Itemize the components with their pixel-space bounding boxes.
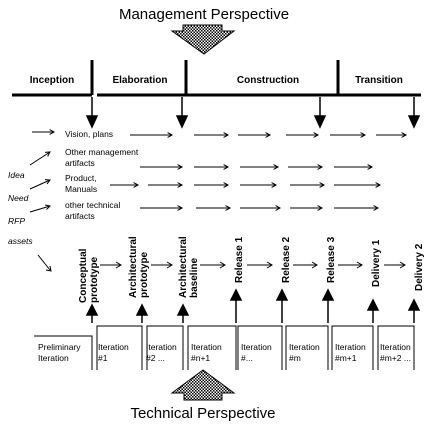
flow-arrow-r2-0-head [133, 182, 140, 188]
phase-header [12, 60, 421, 97]
milestone-release-3: Release 3 [326, 236, 337, 283]
iteration-up-arrows [85, 288, 421, 323]
artifact-vision-plans: Vision, plans [65, 129, 113, 139]
flow-arrow-r0-5-head [401, 132, 408, 138]
milestone-delivery-2: Delivery 2 [414, 243, 425, 291]
milestone-conceptual-prototype: Conceptualprototype [78, 248, 100, 303]
iteration-ellipsis: Iteration#... [241, 342, 272, 363]
artifact-other-technical: other technical [65, 200, 120, 210]
input-arrow-rfp-head [45, 204, 51, 210]
artifact-manuals: Manuals [65, 184, 97, 194]
flow-arrow-r3-1-head [225, 205, 232, 211]
phase-milestone-arrows [85, 97, 421, 129]
input-arrow-need-head [44, 179, 51, 185]
input-arrow-rfp [29, 205, 51, 213]
flow-arrow-r1-3-head [317, 164, 324, 170]
iteration-brackets [34, 325, 415, 370]
flow-arrow-r0-0-head [167, 132, 174, 138]
iteration-1: Iteration#1 [98, 342, 129, 363]
milestone-architectural-prototype: Architecturalprototype [128, 236, 150, 298]
phase-elaboration: Elaboration [112, 75, 167, 86]
milestone-connector-arrows [37, 254, 406, 272]
flow-arrow-r3-3-head [317, 205, 324, 211]
flow-arrow-r1-4-head [367, 164, 374, 170]
iteration-2: Iteration#2 ... [146, 342, 177, 363]
flow-arrow-r0-3-head [313, 132, 320, 138]
iteration-n-plus-1: Iteration#n+1 [191, 342, 222, 363]
iteration-m-plus-1: Iteration#m+1 [335, 342, 366, 363]
iteration-m: Iteration#m [289, 342, 320, 363]
artifact-flow-arrows [29, 129, 408, 213]
phase-transition: Transition [355, 75, 403, 86]
flow-arrow-r3-4-head [373, 205, 380, 211]
flow-arrow-r1-2-head [273, 164, 280, 170]
milestone-release-1: Release 1 [234, 236, 245, 283]
input-arrow-need [29, 179, 51, 190]
flow-arrow-r0-1-head [223, 132, 230, 138]
iteration-m-plus-2: Iteration#m+2 ... [380, 342, 411, 363]
input-assets: assets [8, 236, 33, 246]
milestone-architectural-baseline: Architecturalbaseline [178, 236, 200, 298]
flow-arrow-r2-2-head [223, 182, 230, 188]
input-arrow-vision-head [49, 129, 56, 135]
flow-arrow-r0-2-head [265, 132, 272, 138]
flow-arrow-r3-2-head [275, 205, 282, 211]
input-arrow-idea-head [44, 151, 51, 157]
flow-arrow-r2-3-head [271, 182, 278, 188]
artifact-other-management: Other management [65, 147, 139, 157]
flow-arrow-r1-1-head [223, 164, 230, 170]
flow-arrow-r0-4-head [360, 132, 367, 138]
input-idea: Idea [8, 170, 25, 180]
input-need: Need [8, 193, 29, 203]
phase-construction: Construction [237, 75, 299, 86]
flow-arrow-r2-1-head [177, 182, 184, 188]
flow-arrow-r2-4-head [319, 182, 326, 188]
flow-arrow-r3-0-head [177, 205, 184, 211]
phase-inception: Inception [30, 75, 74, 86]
technical-perspective-title: Technical Perspective [130, 405, 275, 422]
flow-arrow-r1-0-head [177, 164, 184, 170]
management-perspective-arrow-icon [170, 24, 236, 55]
input-rfp: RFP [8, 216, 25, 226]
input-arrow-idea [29, 151, 51, 166]
artifact-other-management-2: artifacts [65, 158, 95, 168]
management-perspective-title: Management Perspective [119, 6, 289, 23]
technical-perspective-arrow-icon [170, 369, 236, 401]
milestone-delivery-1: Delivery 1 [371, 239, 382, 287]
artifact-product: Product, [65, 173, 97, 183]
artifact-other-technical-2: artifacts [65, 211, 95, 221]
milestone-release-2: Release 2 [281, 236, 292, 283]
flow-arrow-r2-5-head [375, 182, 382, 188]
